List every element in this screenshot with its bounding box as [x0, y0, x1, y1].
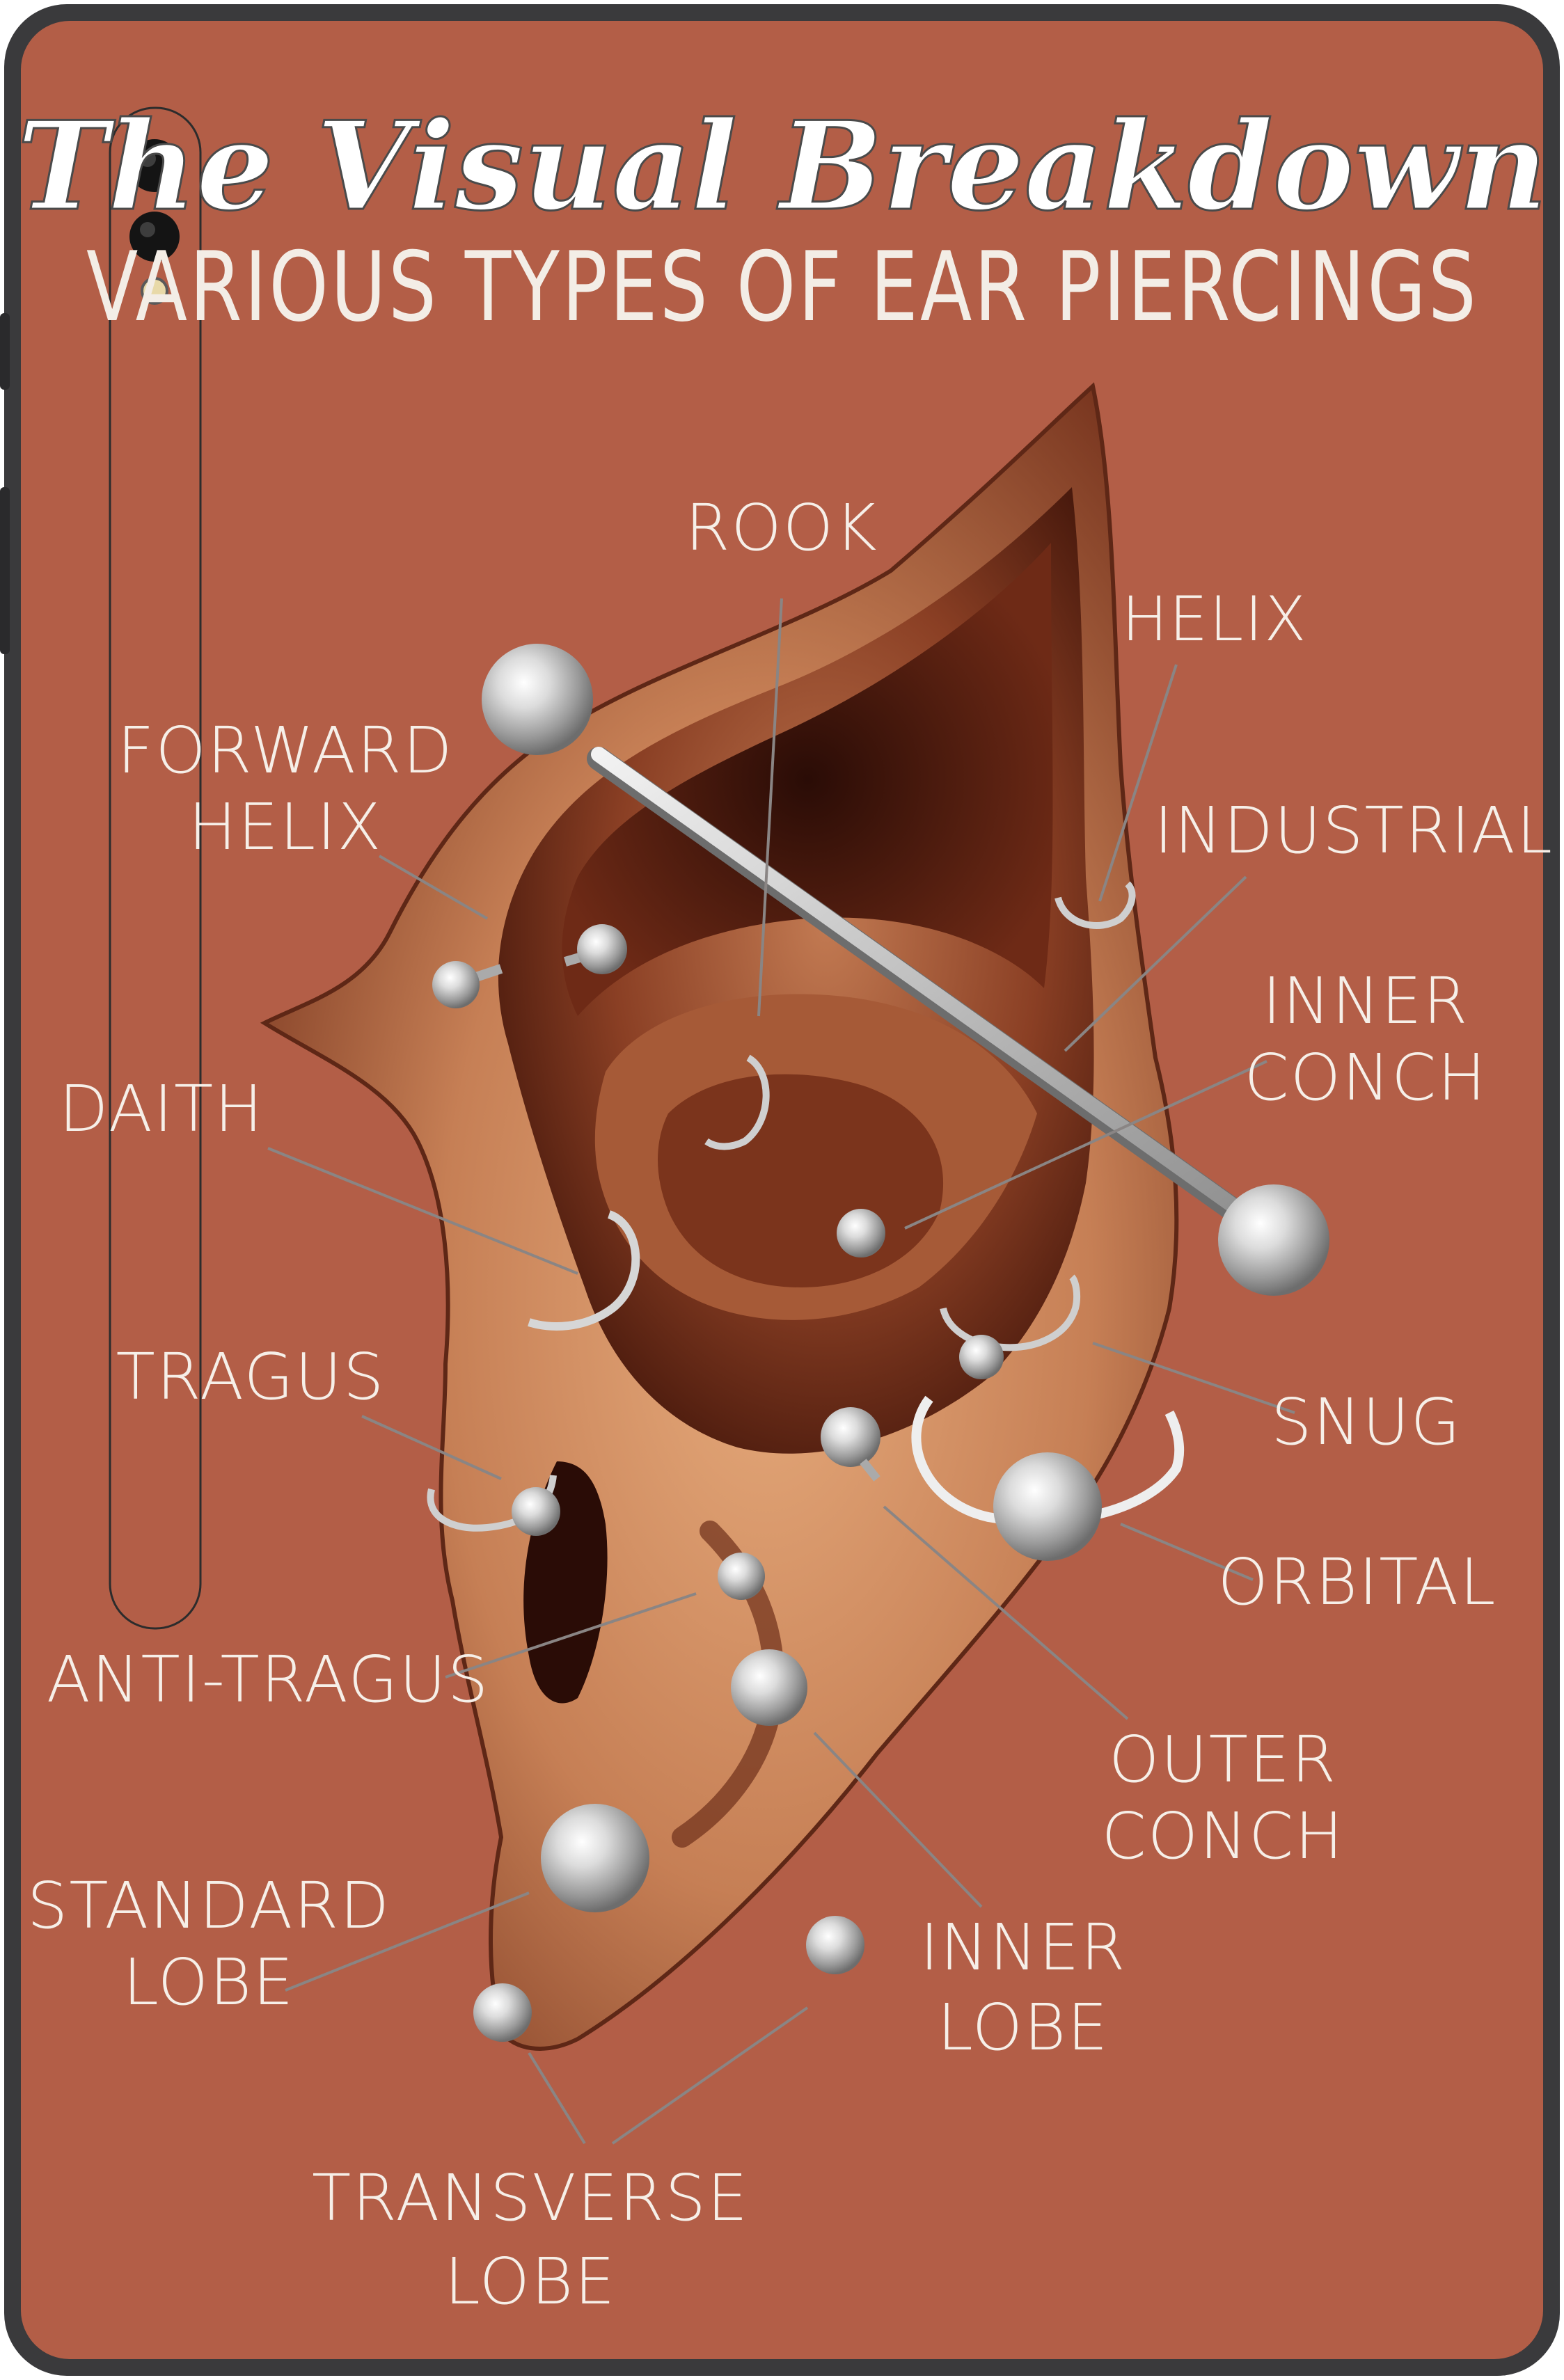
orbital-ball: [993, 1452, 1102, 1561]
label-transverse-lobe-line1: TRANSVERSE: [312, 2161, 749, 2235]
label-forward-helix-line2: HELIX: [189, 790, 383, 864]
transverse-lobe-ball-right: [806, 1916, 864, 1974]
label-outer-conch-line2: CONCH: [1102, 1799, 1345, 1873]
label-inner-lobe-line2: LOBE: [938, 1990, 1109, 2065]
label-standard-lobe-line2: LOBE: [123, 1945, 295, 2020]
forward-helix-stud-1: [432, 961, 480, 1008]
inner-conch-stud: [837, 1209, 885, 1258]
label-standard-lobe-line1: STANDARD: [27, 1869, 390, 1943]
label-daith: DAITH: [59, 1072, 264, 1146]
label-industrial: INDUSTRIAL: [1154, 793, 1554, 868]
outer-conch-stud: [821, 1407, 880, 1467]
label-tragus: TRAGUS: [116, 1340, 386, 1414]
label-inner-conch-line2: CONCH: [1245, 1040, 1487, 1115]
anti-tragus-stud: [718, 1553, 765, 1600]
side-button-1: [0, 313, 10, 390]
label-inner-lobe-line1: INNER: [920, 1910, 1127, 1985]
tragus-bead: [512, 1487, 560, 1536]
label-transverse-lobe-line2: LOBE: [445, 2244, 617, 2319]
transverse-lobe-ball-left: [473, 1983, 532, 2042]
label-anti-tragus: ANTI-TRAGUS: [47, 1642, 490, 1717]
industrial-ball-top: [482, 644, 593, 755]
label-rook: ROOK: [685, 491, 878, 565]
label-snug: SNUG: [1271, 1385, 1462, 1459]
forward-helix-stud-2: [577, 924, 627, 974]
snug-bead: [959, 1335, 1004, 1379]
label-inner-conch-line1: INNER: [1263, 964, 1469, 1038]
standard-lobe-stud: [541, 1804, 649, 1912]
industrial-ball-bottom: [1218, 1184, 1329, 1296]
inner-lobe-stud-upper: [731, 1649, 807, 1726]
side-button-2: [0, 487, 10, 654]
label-outer-conch-line1: OUTER: [1109, 1722, 1337, 1797]
diagram-subtitle: VARIOUS TYPES OF EAR PIERCINGS: [86, 231, 1478, 343]
label-forward-helix-line1: FORWARD: [117, 713, 453, 788]
label-helix: HELIX: [1121, 583, 1307, 655]
diagram-title: The Visual Breakdown: [17, 95, 1548, 238]
label-orbital: ORBITAL: [1218, 1545, 1497, 1619]
